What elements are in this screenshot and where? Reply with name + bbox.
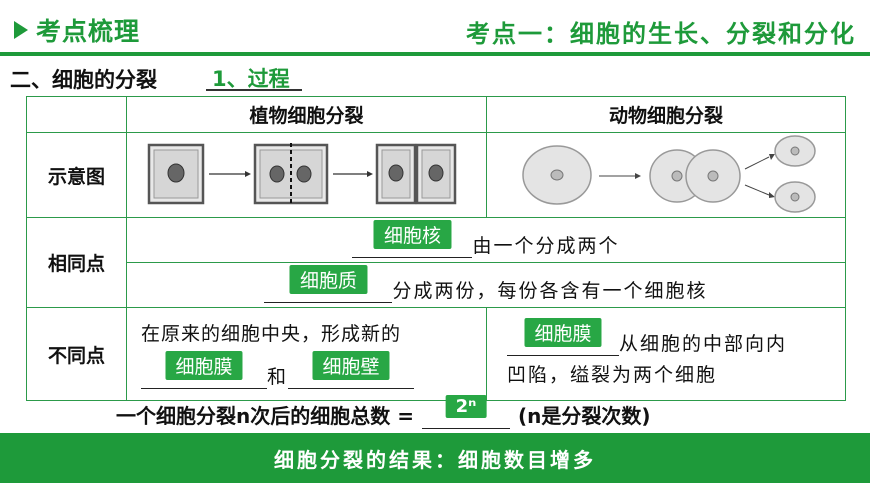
triangle-right-icon <box>14 21 28 39</box>
answer-nucleus: 细胞核 <box>373 219 451 249</box>
plant-cell-1 <box>147 143 205 205</box>
blank-cytoplasm: 细胞质 <box>264 264 393 303</box>
plant-diff-cell: 在原来的细胞中央，形成新的 细胞膜 和 细胞壁 <box>126 307 487 401</box>
blank-total: 2ⁿ <box>421 395 510 429</box>
animal-diagram-cell <box>486 132 846 218</box>
plant-diff-connector: 和 <box>267 366 289 388</box>
header-left-title: 考点梳理 <box>36 17 141 46</box>
animal-division-diagram <box>522 135 816 213</box>
animal-cell-2 <box>649 149 741 203</box>
plant-division-diagram <box>147 143 457 205</box>
plant-cell-2 <box>253 143 329 205</box>
summary-line: 一个细胞分裂n次后的细胞总数 = 2ⁿ (n是分裂次数) <box>116 395 651 429</box>
animal-cell-3 <box>774 135 816 213</box>
blank-animal-membrane: 细胞膜 <box>507 318 619 356</box>
header-divider <box>0 52 870 56</box>
row-label-diff: 不同点 <box>26 307 127 401</box>
plant-diagram-cell <box>126 132 487 218</box>
blank-cell-wall: 细胞壁 <box>288 351 415 389</box>
same-row-2: 细胞质 分成两份，每份各含有一个细胞核 <box>126 262 846 308</box>
same-row-1: 细胞核 由一个分成两个 <box>126 217 846 263</box>
same-text-2: 分成两份，每份各含有一个细胞核 <box>392 279 708 302</box>
plant-diff-text: 在原来的细胞中央，形成新的 <box>141 323 402 345</box>
plant-cell-3 <box>375 143 457 205</box>
section-title: 二、细胞的分裂 <box>10 68 157 92</box>
same-text-1: 由一个分成两个 <box>472 234 620 257</box>
header: 考点梳理 考点一：细胞的生长、分裂和分化 <box>0 0 870 56</box>
col-header-plant: 植物细胞分裂 <box>126 96 487 133</box>
summary-text: 一个细胞分裂n次后的细胞总数 = <box>116 404 414 428</box>
process-label: 1、过程 <box>212 67 290 91</box>
animal-diff-text-1: 从细胞的中部向内 <box>619 333 788 355</box>
header-right-title: 考点一：细胞的生长、分裂和分化 <box>466 20 856 48</box>
footer-banner: 细胞分裂的结果：细胞数目增多 <box>0 433 870 483</box>
row-label-diagram: 示意图 <box>26 132 127 218</box>
animal-cell-1 <box>522 145 592 205</box>
answer-animal-membrane: 细胞膜 <box>524 318 602 347</box>
plant-diff-line2: 细胞膜 和 细胞壁 <box>141 351 486 389</box>
row-label-same: 相同点 <box>26 217 127 308</box>
table-corner <box>26 96 127 133</box>
comparison-table: 植物细胞分裂 动物细胞分裂 示意图 <box>26 96 846 401</box>
answer-plant-membrane: 细胞膜 <box>165 351 243 380</box>
answer-total: 2ⁿ <box>445 395 487 418</box>
animal-diff-cell: 细胞膜 从细胞的中部向内 凹陷，缢裂为两个细胞 <box>486 307 846 401</box>
answer-cell-wall: 细胞壁 <box>312 351 390 380</box>
process-underline <box>206 89 302 91</box>
blank-nucleus: 细胞核 <box>352 219 473 258</box>
summary-note: (n是分裂次数) <box>517 404 651 428</box>
answer-cytoplasm: 细胞质 <box>289 264 367 294</box>
header-left: 考点梳理 <box>14 12 140 48</box>
footer-text: 细胞分裂的结果：细胞数目增多 <box>274 447 596 472</box>
animal-diff-line1: 细胞膜 从细胞的中部向内 <box>507 318 845 356</box>
animal-diff-text-2: 凹陷，缢裂为两个细胞 <box>507 364 718 386</box>
col-header-animal: 动物细胞分裂 <box>486 96 846 133</box>
blank-plant-membrane: 细胞膜 <box>141 351 267 389</box>
